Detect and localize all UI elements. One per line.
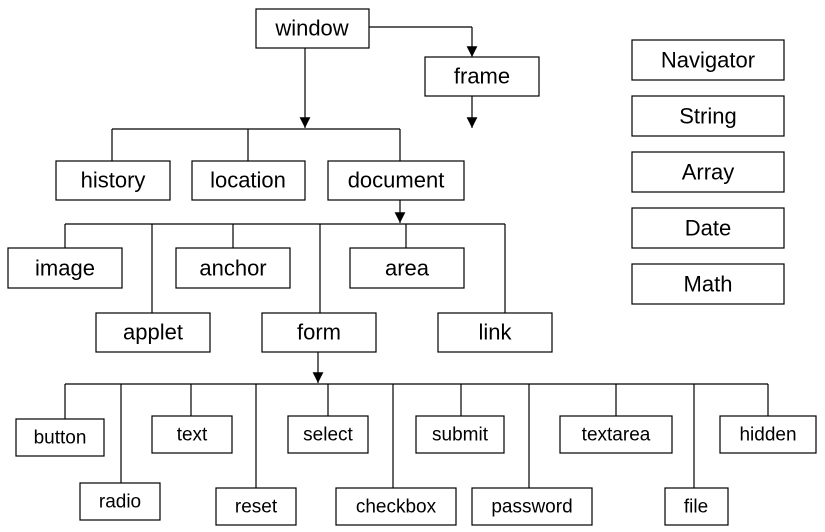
node-select: select <box>287 415 369 454</box>
node-radio: radio <box>79 482 161 521</box>
node-button: button <box>15 418 105 457</box>
standalone-math-label: Math <box>684 272 733 297</box>
node-history: history <box>55 160 171 201</box>
node-document: document <box>327 160 465 201</box>
node-checkbox: checkbox <box>335 487 457 526</box>
node-textarea: textarea <box>559 415 673 454</box>
standalone-date-label: Date <box>685 216 731 241</box>
node-file: file <box>664 487 729 526</box>
node-button-label: button <box>34 428 87 449</box>
node-window-label: window <box>274 16 348 41</box>
node-location-label: location <box>210 168 286 193</box>
node-image-label: image <box>35 256 95 281</box>
node-reset: reset <box>215 487 297 526</box>
connectors <box>64 26 769 488</box>
node-anchor: anchor <box>175 247 291 289</box>
node-form-label: form <box>297 320 341 345</box>
node-location: location <box>191 160 306 201</box>
node-area: area <box>349 247 465 289</box>
node-frame-label: frame <box>454 64 510 89</box>
standalone-navigator: Navigator <box>631 39 785 81</box>
node-form: form <box>261 312 377 353</box>
node-textarea-label: textarea <box>582 425 651 446</box>
node-hidden-label: hidden <box>739 425 796 446</box>
standalone-array: Array <box>631 151 785 193</box>
node-link-label: link <box>478 320 512 345</box>
standalone-date: Date <box>631 207 785 249</box>
node-radio-label: radio <box>99 492 141 513</box>
node-text: text <box>151 415 233 454</box>
node-checkbox-label: checkbox <box>356 497 437 518</box>
node-file-label: file <box>684 497 708 518</box>
node-area-label: area <box>385 256 430 281</box>
node-reset-label: reset <box>235 497 278 518</box>
node-applet: applet <box>95 312 211 353</box>
standalone-string-label: String <box>679 104 736 129</box>
node-submit: submit <box>415 415 505 454</box>
node-history-label: history <box>81 168 146 193</box>
node-password-label: password <box>491 497 572 518</box>
node-image: image <box>7 247 123 289</box>
node-text-label: text <box>177 425 208 446</box>
node-document-label: document <box>348 168 445 193</box>
node-select-label: select <box>303 425 353 446</box>
node-submit-label: submit <box>432 425 489 446</box>
standalone-math: Math <box>631 263 785 305</box>
node-link: link <box>437 312 553 353</box>
node-hidden: hidden <box>719 415 817 454</box>
standalone-navigator-label: Navigator <box>661 48 755 73</box>
standalone-string: String <box>631 95 785 137</box>
node-window: window <box>255 8 370 49</box>
node-frame: frame <box>424 56 540 97</box>
standalone-array-label: Array <box>682 160 735 185</box>
node-password: password <box>471 487 593 526</box>
node-anchor-label: anchor <box>199 256 266 281</box>
node-applet-label: applet <box>123 320 183 345</box>
